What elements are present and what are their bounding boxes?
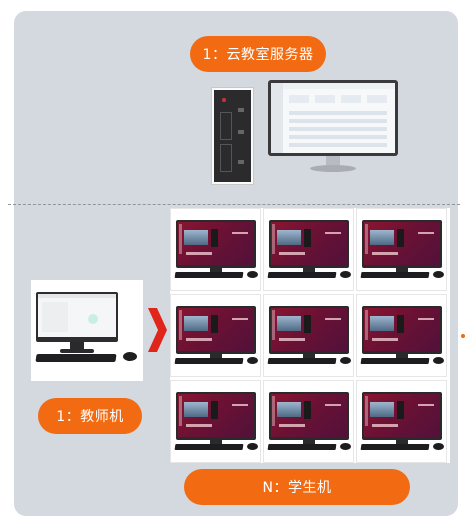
teacher-monitor-foot bbox=[60, 349, 94, 353]
server-label: 1：云教室服务器 bbox=[190, 36, 326, 72]
student-mouse bbox=[340, 271, 351, 278]
student-mouse bbox=[247, 271, 258, 278]
server-tower-image bbox=[212, 88, 253, 184]
student-monitor bbox=[362, 306, 442, 354]
student-monitor-stand bbox=[210, 354, 222, 359]
student-monitor-stand bbox=[303, 354, 315, 359]
student-keyboard bbox=[174, 272, 244, 278]
teacher-keyboard-image bbox=[35, 354, 117, 362]
student-monitor bbox=[176, 306, 256, 354]
student-keyboard bbox=[267, 358, 337, 364]
section-divider bbox=[8, 204, 460, 205]
student-monitor bbox=[269, 306, 349, 354]
chevron-right-icon bbox=[148, 308, 167, 352]
student-monitor bbox=[362, 220, 442, 268]
student-keyboard bbox=[360, 358, 430, 364]
student-mouse bbox=[340, 443, 351, 450]
student-monitor bbox=[176, 392, 256, 440]
student-monitor-stand bbox=[303, 440, 315, 445]
student-mouse bbox=[433, 443, 444, 450]
student-keyboard bbox=[174, 358, 244, 364]
student-computer-image bbox=[356, 208, 447, 291]
teacher-label: 1：教师机 bbox=[38, 398, 142, 434]
server-monitor-base bbox=[310, 165, 356, 172]
student-monitor-stand bbox=[396, 354, 408, 359]
teacher-mouse-image bbox=[123, 352, 137, 361]
student-keyboard bbox=[267, 272, 337, 278]
student-monitor-stand bbox=[396, 440, 408, 445]
student-computer-image bbox=[263, 294, 354, 377]
student-keyboard bbox=[360, 272, 430, 278]
student-computer-image bbox=[170, 380, 261, 463]
student-mouse bbox=[433, 357, 444, 364]
student-label: N：学生机 bbox=[184, 469, 410, 505]
student-monitor bbox=[362, 392, 442, 440]
teacher-monitor-stand bbox=[70, 342, 84, 350]
edge-dot bbox=[461, 334, 465, 338]
student-monitor-stand bbox=[396, 268, 408, 273]
student-computer-image bbox=[356, 380, 447, 463]
student-monitor bbox=[269, 220, 349, 268]
server-monitor-stand bbox=[326, 156, 340, 166]
student-keyboard bbox=[360, 444, 430, 450]
student-computer-image bbox=[170, 208, 261, 291]
student-computer-grid bbox=[170, 208, 450, 463]
server-monitor-image bbox=[268, 80, 398, 156]
student-mouse bbox=[340, 357, 351, 364]
student-monitor bbox=[176, 220, 256, 268]
student-keyboard bbox=[267, 444, 337, 450]
student-computer-image bbox=[263, 208, 354, 291]
student-monitor-stand bbox=[210, 440, 222, 445]
student-computer-image bbox=[263, 380, 354, 463]
teacher-monitor-image bbox=[36, 292, 118, 342]
student-monitor-stand bbox=[210, 268, 222, 273]
student-mouse bbox=[247, 443, 258, 450]
student-computer-image bbox=[170, 294, 261, 377]
student-monitor-stand bbox=[303, 268, 315, 273]
student-monitor bbox=[269, 392, 349, 440]
student-mouse bbox=[433, 271, 444, 278]
student-computer-image bbox=[356, 294, 447, 377]
student-keyboard bbox=[174, 444, 244, 450]
student-mouse bbox=[247, 357, 258, 364]
